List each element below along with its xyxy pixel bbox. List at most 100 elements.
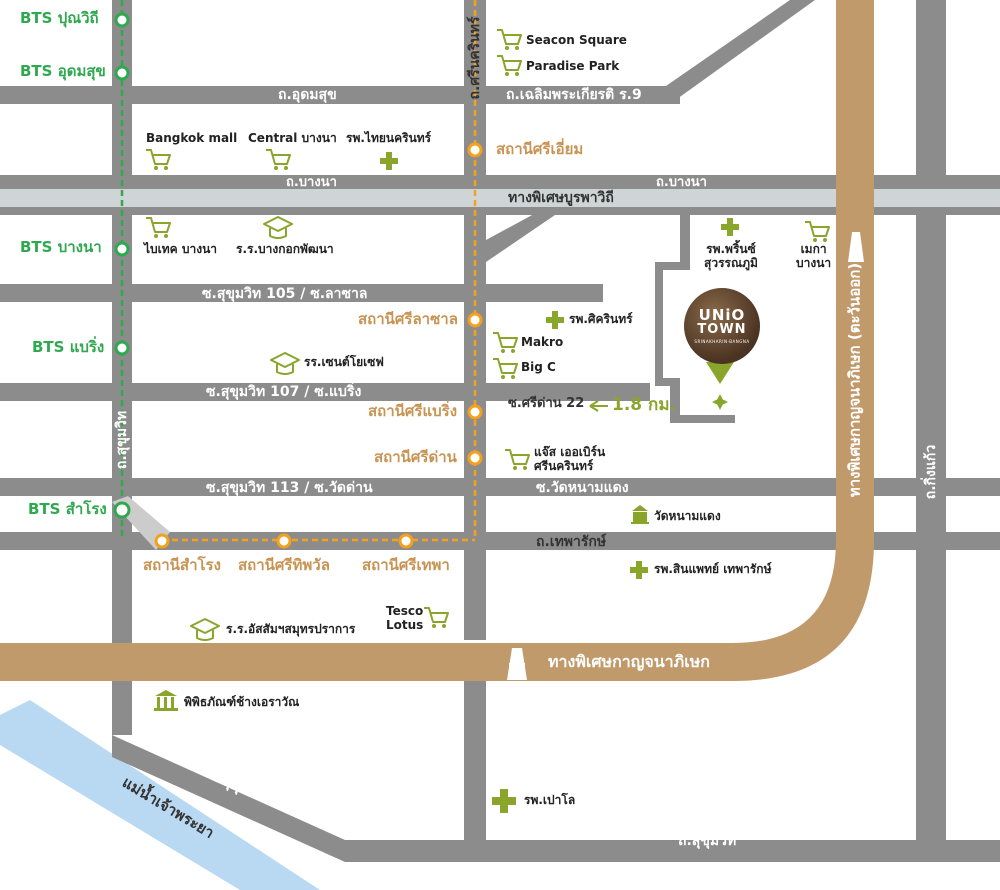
theparak-road <box>0 532 1000 550</box>
poi-bangkok-mall: Bangkok mall <box>146 131 238 145</box>
srinakarin-south <box>464 680 486 842</box>
srt-samrong-marker <box>154 533 170 549</box>
assumption-school-icon <box>190 618 220 641</box>
poi-thainakarin-hospital: รพ.ไทยนครินทร์ <box>346 131 432 145</box>
bts-punnawithi-marker <box>114 12 130 28</box>
bkk-patana-school-icon <box>263 216 293 239</box>
poi-prince-hospital: รพ.พริ้นซ์ สุวรรณภูมิ <box>704 242 758 271</box>
burapha-expressway <box>0 189 1000 207</box>
road-label-soi-113: ซ.สุขุมวิท 113 / ซ.วัดด่าน <box>206 480 373 496</box>
poi-wat-nam-daeng: วัดหนามแดง <box>654 509 721 523</box>
poi-st-joseph: รร.เซนต์โยเซฟ <box>304 355 384 369</box>
road-label-bangna-west: ถ.บางนา <box>286 175 337 190</box>
sikarin-hospital-icon <box>546 311 564 329</box>
poi-makro: Makro <box>521 335 564 349</box>
site-road-h <box>655 262 690 270</box>
site-road-h2 <box>655 378 680 386</box>
poi-bitec: ไบเทค บางนา <box>144 242 218 256</box>
bts-bangna-marker <box>114 241 130 257</box>
tesco-cart-icon <box>424 607 449 623</box>
central-cart-icon <box>266 149 291 165</box>
kanchanaphisek-curve <box>0 540 874 681</box>
unio-town-logo[interactable]: UNiO TOWN SRINAKHARIN-BANGNA <box>684 288 760 364</box>
jas-cart-icon <box>505 449 530 465</box>
bts-udomsuk-label: BTS อุดมสุข <box>20 62 106 80</box>
paolo-hospital-icon <box>492 789 516 813</box>
srt-sri-iam-marker <box>467 142 483 158</box>
expressway-icon-south <box>507 648 527 680</box>
prince-hospital-icon <box>721 218 739 236</box>
road-label-kanchanaphisek-east: ทางพิเศษกาญจนาภิเษก (ตะวันออก) <box>845 262 864 498</box>
road-label-soi-107: ซ.สุขุมวิท 107 / ซ.แบริ่ง <box>206 384 362 400</box>
site-road-h3 <box>670 415 735 423</box>
road-label-kingkaew: ถ.กิ่งแก้ว <box>923 444 939 500</box>
poi-central-bangna: Central บางนา <box>248 131 337 145</box>
bigc-cart-icon <box>493 358 518 374</box>
bts-bearing-marker <box>114 340 130 356</box>
logo-line-2: TOWN <box>697 321 747 337</box>
poi-erawan-museum: พิพิธภัณฑ์ช้างเอราวัณ <box>184 695 300 709</box>
poi-mega-bangna: เมกา บางนา <box>796 242 832 271</box>
poi-assumption-school: ร.ร.อัสสัมฯสมุทรปราการ <box>226 622 356 636</box>
srt-sri-iam-label: สถานีศรีเอี่ยม <box>496 140 584 158</box>
poi-jas-urban: แจ๊ส เออเบิร์น ศรีนครินทร์ <box>534 445 606 474</box>
poi-tesco-lotus: Tesco Lotus <box>386 604 424 633</box>
bts-punnawithi-label: BTS ปุณวิถี <box>20 9 99 27</box>
road-label-theparak: ถ.เทพารักษ์ <box>536 534 607 550</box>
srt-sri-dan-label: สถานีศรีด่าน <box>374 448 457 466</box>
project-compass-icon <box>712 394 728 410</box>
road-label-sri-dan-22: ซ.ศรีด่าน 22 <box>508 396 585 411</box>
seacon-cart-icon <box>497 29 522 45</box>
soi-105-road <box>0 284 603 302</box>
road-label-burapha: ทางพิเศษบูรพาวิถี <box>508 190 614 206</box>
connector-diagonal <box>486 208 555 262</box>
distance-arrow-icon <box>589 400 608 412</box>
sukhumvit-vertical <box>112 0 132 735</box>
srt-sri-thip-label: สถานีศรีทิพวัล <box>238 556 330 574</box>
st-joseph-school-icon <box>270 352 300 375</box>
poi-paolo-hospital: รพ.เปาโล <box>524 793 576 807</box>
distance-label: 1.8 กม. <box>612 395 676 415</box>
srt-sri-bearing-marker <box>467 404 483 420</box>
srt-sri-thepha-marker <box>398 533 414 549</box>
road-label-sukhumvit-bottom: ถ.สุขุมวิท <box>678 833 737 849</box>
sukhumvit-diagonal <box>112 735 345 862</box>
bts-bearing-label: BTS แบริ่ง <box>32 338 105 356</box>
paradise-cart-icon <box>497 55 522 71</box>
museum-icon <box>154 690 178 711</box>
udomsuk-road <box>0 86 480 104</box>
kanchanaphisek-vertical <box>836 0 874 540</box>
expressway-icon <box>848 232 864 262</box>
site-road-v3 <box>670 378 680 423</box>
srt-sri-la-salle-label: สถานีศรีลาซาล <box>358 310 458 328</box>
bts-udomsuk-marker <box>114 65 130 81</box>
chao-phraya-river <box>0 700 320 890</box>
bts-bangna-label: BTS บางนา <box>20 238 102 256</box>
srt-sri-thip-marker <box>276 533 292 549</box>
site-road-v <box>680 215 690 270</box>
srt-sri-thepha-label: สถานีศรีเทพา <box>362 556 450 574</box>
road-label-soi-105: ซ.สุขุมวิท 105 / ซ.ลาซาล <box>202 286 368 302</box>
srt-sri-la-salle-marker <box>467 312 483 328</box>
mega-cart-icon <box>805 221 830 237</box>
thainakarin-hospital-icon <box>380 152 398 170</box>
poi-bkk-patana: ร.ร.บางกอกพัฒนา <box>236 242 334 256</box>
bangna-road-south <box>0 207 1000 215</box>
poi-seacon-square: Seacon Square <box>526 33 627 47</box>
road-label-bangna-east: ถ.บางนา <box>656 175 707 190</box>
logo-line-3: SRINAKHARIN-BANGNA <box>694 339 750 345</box>
poi-sikarin-hospital: รพ.ศิครินทร์ <box>569 312 633 326</box>
srt-sri-bearing-label: สถานีศรีแบริ่ง <box>368 402 458 420</box>
logo-line-1: UNiO <box>698 305 746 324</box>
bangna-road <box>0 175 1000 189</box>
road-label-srinakarin: ถ.ศรีนครินทร์ <box>467 16 483 100</box>
bts-samrong-label: BTS สำโรง <box>28 500 107 518</box>
chaloem-diagonal <box>640 0 815 104</box>
road-label-sukhumvit-vertical: ถ.สุขุมวิท <box>114 410 130 470</box>
makro-cart-icon <box>493 332 518 348</box>
site-road-v2 <box>655 262 663 382</box>
bts-samrong-marker <box>113 501 131 519</box>
poi-samitivej-theparak: รพ.สินแพทย์ เทพารักษ์ <box>654 562 772 576</box>
project-pin-icon <box>706 362 734 384</box>
